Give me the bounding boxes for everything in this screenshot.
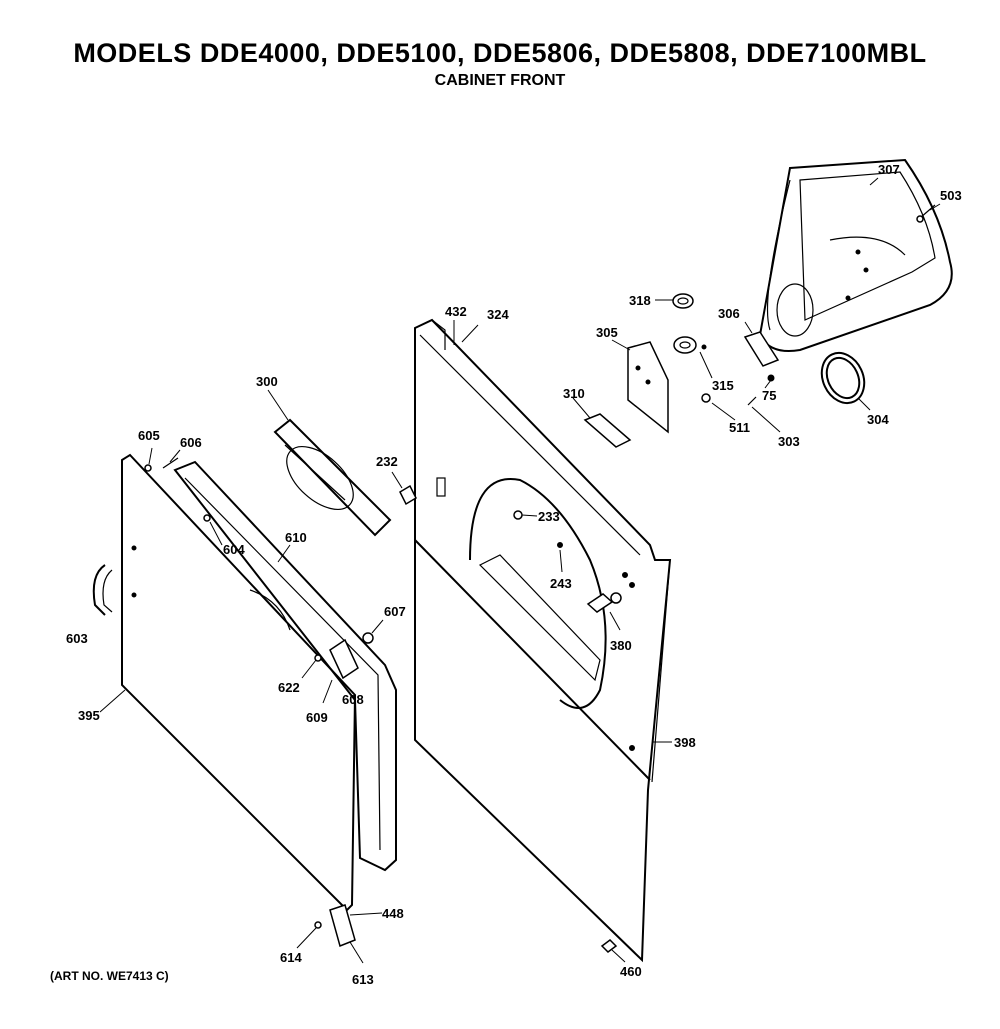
part-604-screw xyxy=(203,514,211,522)
callout-613: 613 xyxy=(352,972,374,987)
part-606-screw xyxy=(162,457,179,469)
part-613-hinge xyxy=(314,904,356,948)
callout-310: 310 xyxy=(563,386,585,401)
callout-603: 603 xyxy=(66,631,88,646)
callout-300: 300 xyxy=(256,374,278,389)
part-318-thermostat xyxy=(672,293,694,309)
part-610-door-inner xyxy=(173,460,397,872)
callout-324: 324 xyxy=(487,307,509,322)
part-310-clip xyxy=(583,413,632,448)
callout-503: 503 xyxy=(940,188,962,203)
callout-604: 604 xyxy=(223,542,245,557)
page-title: MODELS DDE4000, DDE5100, DDE5806, DDE580… xyxy=(73,38,927,68)
part-303-screw xyxy=(747,396,757,406)
callout-307: 307 xyxy=(878,162,900,177)
part-395-door-outer xyxy=(121,453,357,912)
part-305-switch-box xyxy=(627,341,669,434)
part-304-seal-ring xyxy=(820,351,866,405)
part-460-screw xyxy=(600,939,618,953)
callout-75: 75 xyxy=(762,388,776,403)
part-380-lamp-socket xyxy=(586,592,622,613)
part-300-lint-housing xyxy=(273,418,392,537)
part-398-cabinet-front xyxy=(414,318,672,963)
leader-lines xyxy=(99,177,941,964)
art-number: (ART NO. WE7413 C) xyxy=(50,969,169,983)
callout-305: 305 xyxy=(596,325,618,340)
part-608-latch xyxy=(314,638,359,680)
callout-448: 448 xyxy=(382,906,404,921)
callout-432: 432 xyxy=(445,304,467,319)
part-315-thermostat xyxy=(673,336,707,354)
callout-605: 605 xyxy=(138,428,160,443)
callout-460: 460 xyxy=(620,964,642,979)
callout-318: 318 xyxy=(629,293,651,308)
callout-622: 622 xyxy=(278,680,300,695)
part-232-latch-keeper xyxy=(399,484,417,506)
page-subtitle: CABINET FRONT xyxy=(434,72,566,89)
callout-233: 233 xyxy=(538,509,560,524)
part-306-bracket xyxy=(743,331,780,382)
part-233-screw xyxy=(513,510,523,520)
callout-243: 243 xyxy=(550,576,572,591)
callout-303: 303 xyxy=(778,434,800,449)
part-511-screw xyxy=(701,393,711,403)
callout-395: 395 xyxy=(78,708,100,723)
callout-380: 380 xyxy=(610,638,632,653)
callout-232: 232 xyxy=(376,454,398,469)
callout-304: 304 xyxy=(867,412,889,427)
callout-398: 398 xyxy=(674,735,696,750)
callout-608: 608 xyxy=(342,692,364,707)
callout-609: 609 xyxy=(306,710,328,725)
part-503-screw xyxy=(916,204,936,223)
part-607-bumper xyxy=(362,632,374,644)
callout-labels: 307 503 318 432 324 306 305 315 75 304 3… xyxy=(66,162,962,987)
callout-610: 610 xyxy=(285,530,307,545)
callout-614: 614 xyxy=(280,950,302,965)
callout-606: 606 xyxy=(180,435,202,450)
part-603-handle xyxy=(92,564,113,616)
part-605-pin xyxy=(144,464,152,472)
callout-607: 607 xyxy=(384,604,406,619)
callout-315: 315 xyxy=(712,378,734,393)
callout-306: 306 xyxy=(718,306,740,321)
part-307-bulkhead xyxy=(758,158,953,352)
callout-511: 511 xyxy=(729,420,750,435)
